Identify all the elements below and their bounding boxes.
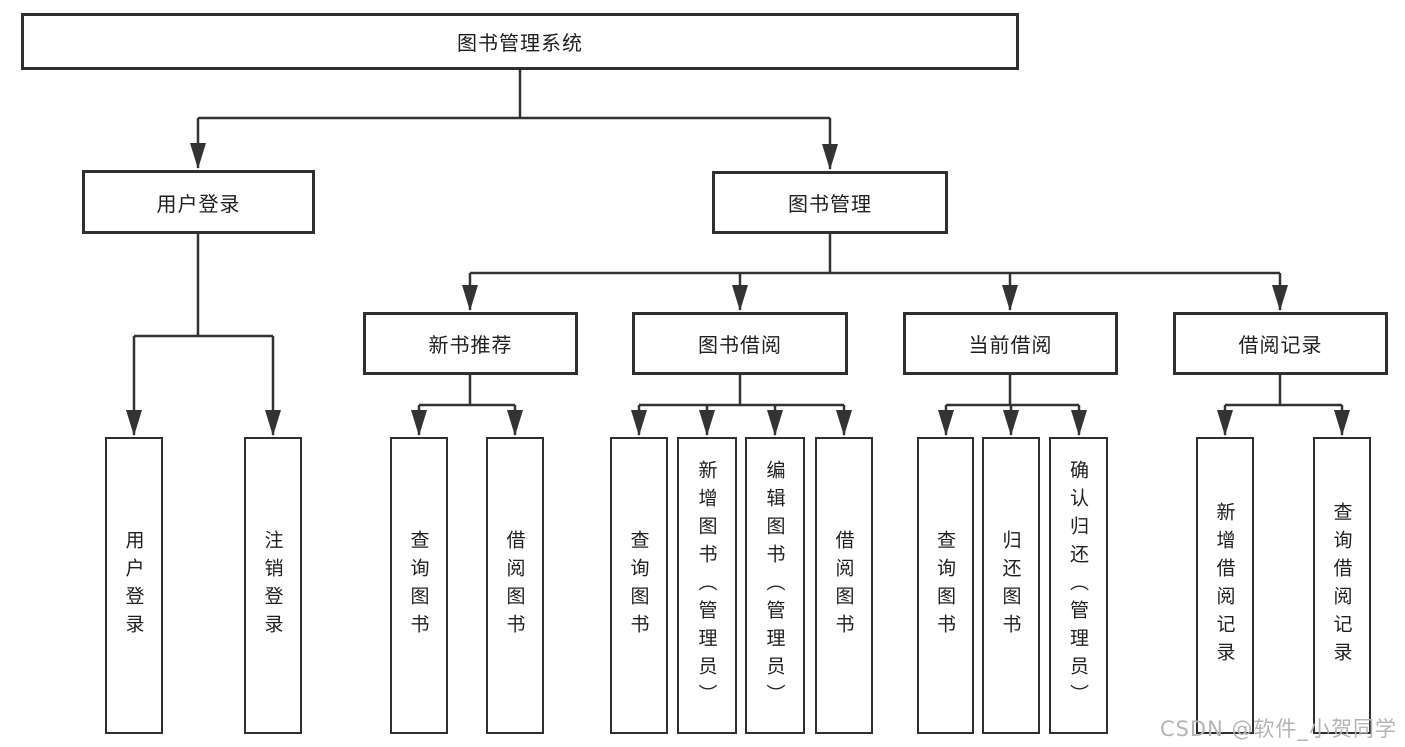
node-current-borrowing-label: 当前借阅 (968, 333, 1053, 357)
leaf-query-books-borrow: 查询图书 (610, 437, 668, 734)
csdn-watermark: CSDN @软件_小贺同学 (1159, 717, 1397, 741)
node-borrowing-records: 借阅记录 (1173, 312, 1388, 375)
leaf-confirm-return-admin-label: 确认归还（管理员） (1067, 459, 1089, 712)
leaf-borrow-books-recommend: 借阅图书 (486, 437, 544, 734)
leaf-edit-books-admin-label: 编辑图书（管理员） (763, 459, 786, 712)
leaf-query-books-recommend: 查询图书 (390, 437, 448, 734)
leaf-add-borrow-record: 新增借阅记录 (1196, 437, 1254, 734)
leaf-query-books-borrow-label: 查询图书 (627, 529, 650, 642)
leaf-borrow-books: 借阅图书 (815, 437, 873, 734)
leaf-query-books-current: 查询图书 (917, 437, 974, 734)
node-current-borrowing: 当前借阅 (903, 312, 1118, 375)
node-borrowing-records-label: 借阅记录 (1238, 333, 1323, 357)
leaf-query-borrow-record-label: 查询借阅记录 (1330, 501, 1353, 670)
node-book-management-label: 图书管理 (788, 192, 872, 216)
root-node-library-system: 图书管理系统 (21, 13, 1019, 70)
leaf-confirm-return-admin: 确认归还（管理员） (1049, 437, 1108, 734)
node-book-management: 图书管理 (712, 171, 948, 234)
node-user-login-label: 用户登录 (156, 191, 241, 216)
leaf-add-borrow-record-label: 新增借阅记录 (1213, 501, 1236, 670)
leaf-edit-books-admin: 编辑图书（管理员） (745, 437, 805, 734)
leaf-return-books-label: 归还图书 (999, 529, 1022, 642)
node-book-borrowing: 图书借阅 (632, 312, 848, 375)
node-book-borrowing-label: 图书借阅 (698, 333, 782, 357)
leaf-query-books-current-label: 查询图书 (934, 529, 956, 642)
leaf-query-books-recommend-label: 查询图书 (407, 529, 430, 642)
leaf-add-books-admin: 新增图书（管理员） (677, 437, 737, 734)
leaf-borrow-books-recommend-label: 借阅图书 (503, 529, 526, 642)
node-user-login: 用户登录 (82, 170, 315, 234)
root-node-label: 图书管理系统 (457, 31, 583, 55)
leaf-add-books-admin-label: 新增图书（管理员） (695, 459, 718, 712)
node-new-book-recommendation-label: 新书推荐 (428, 333, 513, 357)
leaf-borrow-books-label: 借阅图书 (832, 529, 855, 642)
leaf-query-borrow-record: 查询借阅记录 (1313, 437, 1371, 734)
leaf-user-login: 用户登录 (105, 437, 163, 734)
node-new-book-recommendation: 新书推荐 (363, 312, 578, 375)
leaf-logout: 注销登录 (244, 437, 302, 734)
leaf-user-login-label: 用户登录 (122, 529, 145, 642)
leaf-logout-label: 注销登录 (261, 529, 284, 642)
leaf-return-books: 归还图书 (982, 437, 1040, 734)
